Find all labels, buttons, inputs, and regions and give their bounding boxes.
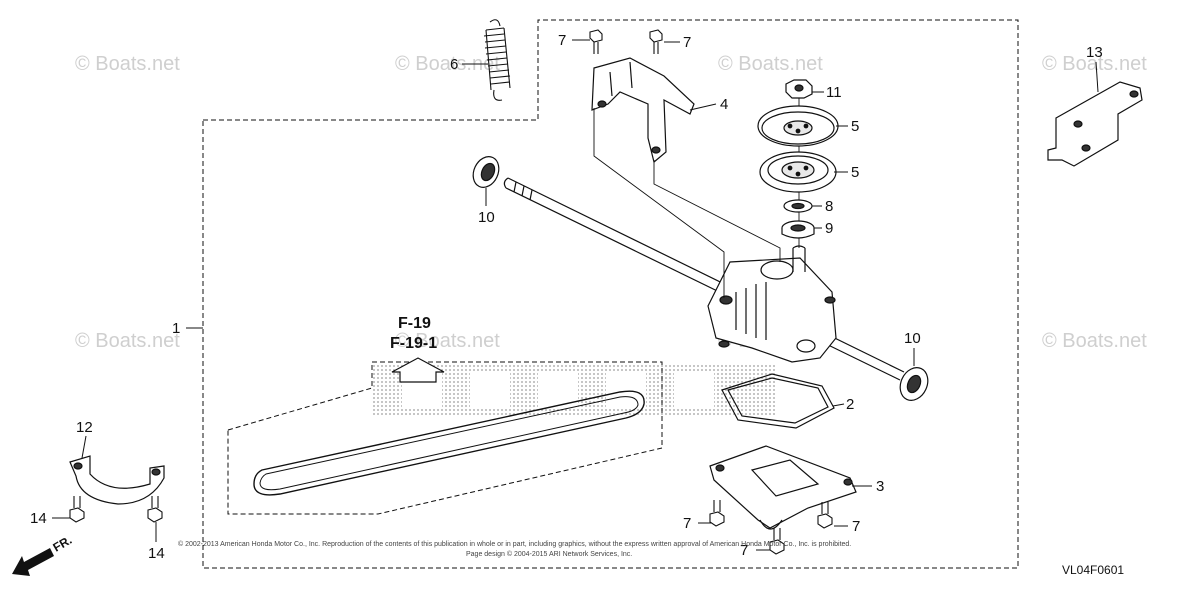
front-direction-arrow-icon bbox=[12, 548, 54, 576]
callout-1[interactable]: 1 bbox=[172, 320, 180, 337]
callout-6[interactable]: 6 bbox=[450, 56, 458, 73]
callout-7-top-left[interactable]: 7 bbox=[558, 32, 566, 49]
bolt-top-right bbox=[649, 29, 663, 54]
bolt-bottom-left bbox=[709, 500, 725, 527]
guide-line bbox=[593, 108, 725, 298]
watermark: © Boats.net bbox=[75, 53, 180, 75]
watermark: © Boats.net bbox=[1042, 330, 1147, 352]
callout-8[interactable]: 8 bbox=[825, 198, 833, 215]
copyright-line-2: Page design © 2004-2015 ARI Network Serv… bbox=[466, 550, 632, 558]
belt-guide-clamp bbox=[69, 455, 165, 505]
assembly-border bbox=[202, 19, 1019, 569]
watermark: © Boats.net bbox=[718, 53, 823, 75]
callout-7-bottom-right[interactable]: 7 bbox=[852, 518, 860, 535]
oil-seal-left bbox=[472, 156, 500, 188]
callout-5-lower[interactable]: 5 bbox=[851, 164, 859, 181]
ref-page-f19[interactable]: F-19 bbox=[398, 315, 431, 332]
callout-11[interactable]: 11 bbox=[826, 84, 842, 101]
watermark: © Boats.net bbox=[1042, 53, 1147, 75]
bolt-top-left bbox=[589, 29, 603, 54]
copyright-line-1: © 2002-2013 American Honda Motor Co., In… bbox=[178, 540, 851, 548]
tension-spring bbox=[483, 19, 511, 101]
callout-7-bottom-left[interactable]: 7 bbox=[683, 515, 691, 532]
callout-3[interactable]: 3 bbox=[876, 478, 884, 495]
callout-5-upper[interactable]: 5 bbox=[851, 118, 859, 135]
callouts: 1 2 3 4 5 5 6 7 7 7 7 7 8 9 10 10 11 12 … bbox=[30, 32, 1103, 562]
callout-4[interactable]: 4 bbox=[720, 96, 728, 113]
bottom-cover-plate bbox=[709, 445, 857, 530]
callout-10-left[interactable]: 10 bbox=[478, 209, 495, 226]
diagram-code: VL04F0601 bbox=[1062, 563, 1124, 577]
pulley-lower bbox=[759, 151, 837, 193]
transmission-housing bbox=[707, 245, 837, 363]
callout-13[interactable]: 13 bbox=[1086, 44, 1103, 61]
pulley-upper bbox=[757, 105, 839, 147]
guide-line bbox=[653, 160, 781, 262]
side-bracket bbox=[1047, 81, 1143, 167]
drive-belt bbox=[253, 390, 645, 496]
bolt-14-left bbox=[69, 496, 85, 523]
callout-9[interactable]: 9 bbox=[825, 220, 833, 237]
washer bbox=[783, 199, 813, 213]
axle-shaft bbox=[503, 177, 905, 381]
bolt-14-right bbox=[147, 496, 163, 523]
watermark: © Boats.net bbox=[75, 330, 180, 352]
callout-7-top-right[interactable]: 7 bbox=[683, 34, 691, 51]
ref-page-f19-1[interactable]: F-19-1 bbox=[390, 335, 437, 352]
callout-14-right[interactable]: 14 bbox=[148, 545, 165, 562]
watermark: © Boats.net bbox=[395, 53, 500, 75]
shift-bracket bbox=[591, 57, 695, 164]
ref-arrow-icon bbox=[391, 357, 445, 383]
bearing bbox=[781, 220, 815, 239]
callout-2[interactable]: 2 bbox=[846, 396, 854, 413]
belt-subbox bbox=[227, 361, 663, 515]
leader-lines bbox=[52, 39, 1099, 551]
callout-12[interactable]: 12 bbox=[76, 419, 93, 436]
bolt-bottom-right bbox=[817, 502, 833, 529]
oil-seal-right bbox=[899, 367, 929, 401]
callout-10-right[interactable]: 10 bbox=[904, 330, 921, 347]
gasket bbox=[721, 373, 835, 429]
watermark: © Boats.net bbox=[395, 330, 500, 352]
callout-14-left[interactable]: 14 bbox=[30, 510, 47, 527]
callout-7-bottom-center[interactable]: 7 bbox=[740, 542, 748, 559]
flange-nut bbox=[785, 79, 813, 99]
direction-label: FR. bbox=[51, 533, 75, 555]
